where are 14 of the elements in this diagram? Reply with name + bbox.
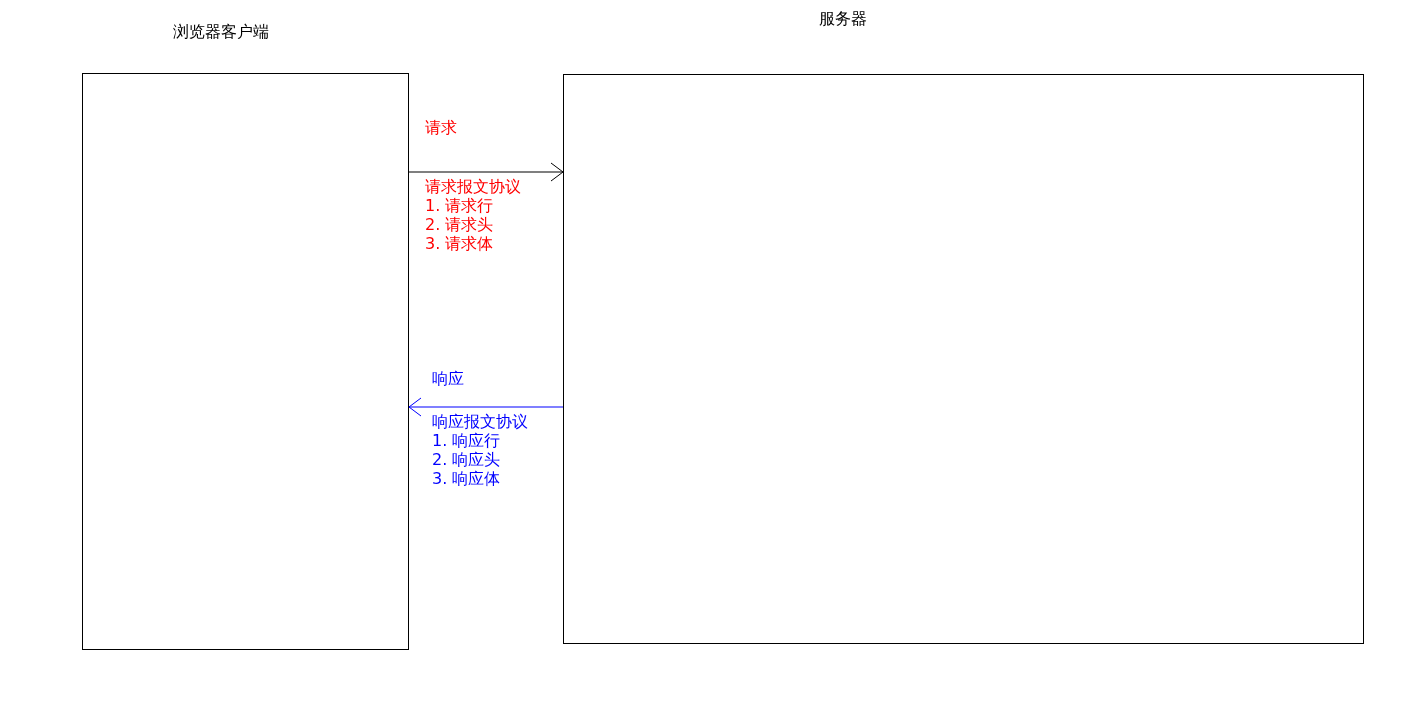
list-item: 2. 响应头: [432, 450, 501, 469]
box-heading: 服务器: [819, 9, 867, 30]
arrow: [408, 162, 564, 182]
list-item: 3. 响应体: [432, 469, 501, 488]
list-item: 1. 响应行: [432, 431, 501, 450]
edge-label: 响应: [432, 369, 464, 388]
box-heading: 浏览器客户端: [173, 22, 269, 43]
edge-label: 请求: [425, 118, 457, 137]
list-item: 3. 请求体: [425, 234, 494, 253]
arrow: [408, 397, 564, 417]
protocol-heading: 响应报文协议: [432, 412, 528, 431]
protocol-heading: 请求报文协议: [425, 177, 521, 196]
list-item: 1. 请求行: [425, 196, 494, 215]
list-item: 2. 请求头: [425, 215, 494, 234]
